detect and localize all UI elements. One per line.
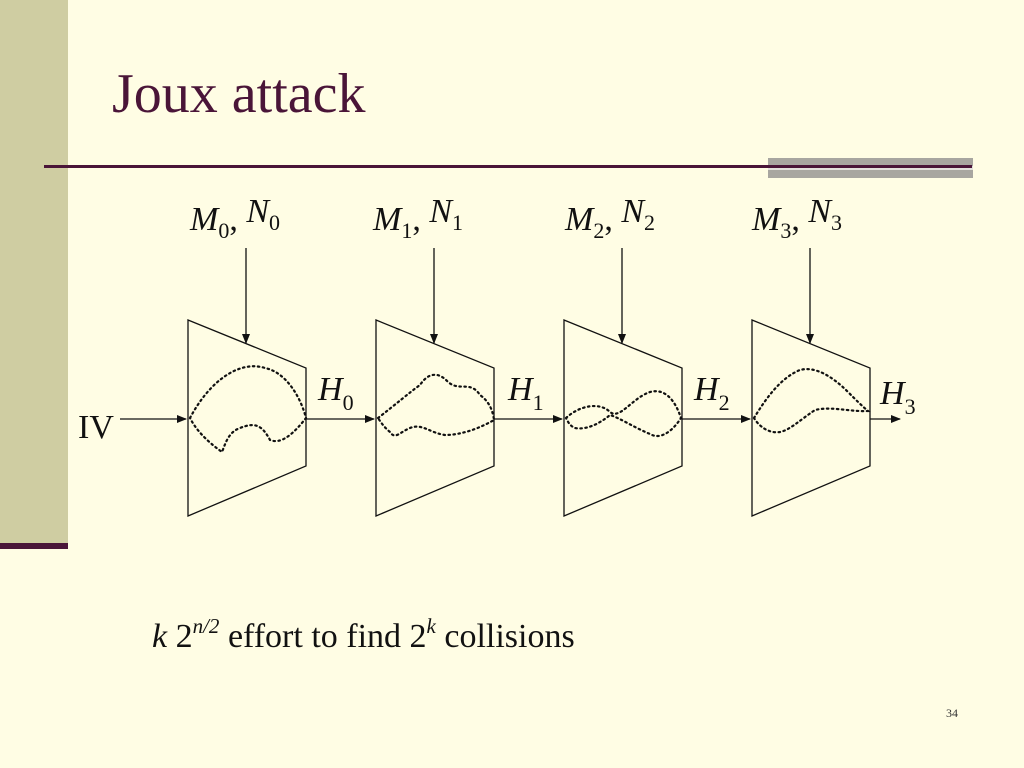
- collision-curve-2: [564, 390, 683, 438]
- chain-value-label-3: H3: [879, 375, 916, 419]
- collision-curve-3: [752, 368, 871, 434]
- page-number: 34: [946, 706, 958, 720]
- caption-mid: effort to find 2: [219, 618, 427, 655]
- message-pair-label-1: M1, N1: [372, 193, 463, 243]
- sidebar-decoration: [0, 0, 68, 545]
- message-pair-label-2: M2, N2: [564, 193, 655, 243]
- sidebar-base-stripe: [0, 543, 68, 549]
- slide-title: Joux attack: [112, 63, 366, 125]
- collision-curve-1: [376, 373, 496, 437]
- caption-exp-n2: n/2: [192, 614, 220, 638]
- iv-label: IV: [78, 409, 114, 446]
- chain-value-label-2: H2: [693, 371, 730, 415]
- caption-exp-k: k: [426, 614, 436, 638]
- message-pair-label-0: M0, N0: [189, 193, 280, 243]
- caption: k 2n/2 effort to find 2k collisions: [152, 616, 575, 656]
- caption-end: collisions: [435, 618, 575, 655]
- compression-block-1: [375, 319, 495, 517]
- caption-base: 2: [167, 618, 193, 655]
- chain-value-label-0: H0: [317, 371, 354, 415]
- compression-block-2: [563, 319, 683, 517]
- title-rule-accent-highlight: [768, 166, 973, 170]
- compression-block-0: [187, 319, 307, 517]
- title-rule: [44, 165, 972, 168]
- caption-k: k: [152, 618, 168, 655]
- collision-curve-0: [188, 365, 308, 454]
- message-pair-label-3: M3, N3: [751, 193, 842, 243]
- chain-value-label-1: H1: [507, 371, 544, 415]
- compression-block-3: [751, 319, 871, 517]
